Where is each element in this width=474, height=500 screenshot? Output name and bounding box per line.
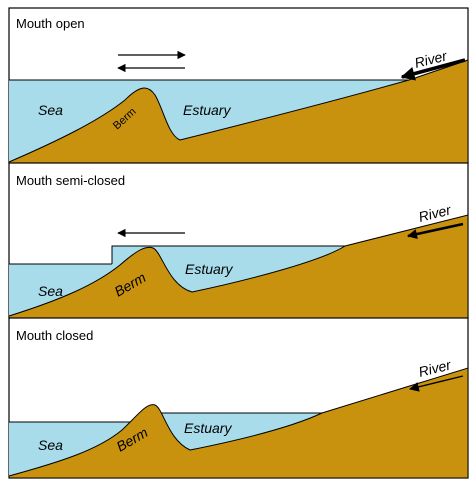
- panel-mouth-open: Mouth open Sea Berm Estuary River: [8, 7, 469, 164]
- panel-title: Mouth open: [16, 16, 85, 31]
- river-label: River: [417, 201, 454, 225]
- river-arrow: [400, 58, 466, 81]
- panel-title: Mouth closed: [16, 328, 93, 343]
- river-label: River: [417, 356, 454, 380]
- panel-mouth-closed: Mouth closed Sea Berm Estuary River: [8, 317, 469, 479]
- estuary-label: Estuary: [183, 102, 231, 118]
- land: [8, 214, 469, 319]
- estuary-label: Estuary: [184, 420, 232, 436]
- panel-title: Mouth semi-closed: [16, 173, 125, 188]
- river-arrow: [407, 222, 464, 239]
- sea-label: Sea: [38, 102, 63, 118]
- river-label: River: [413, 47, 450, 71]
- estuary-surface: [111, 245, 345, 264]
- panel-mouth-semi-closed: Mouth semi-closed Sea Berm Estuary River: [8, 162, 469, 319]
- river-arrow: [409, 375, 464, 392]
- sea-label: Sea: [38, 437, 63, 453]
- sea-label: Sea: [38, 283, 63, 299]
- estuary-label: Estuary: [185, 261, 233, 277]
- land: [8, 59, 469, 164]
- land: [8, 367, 469, 479]
